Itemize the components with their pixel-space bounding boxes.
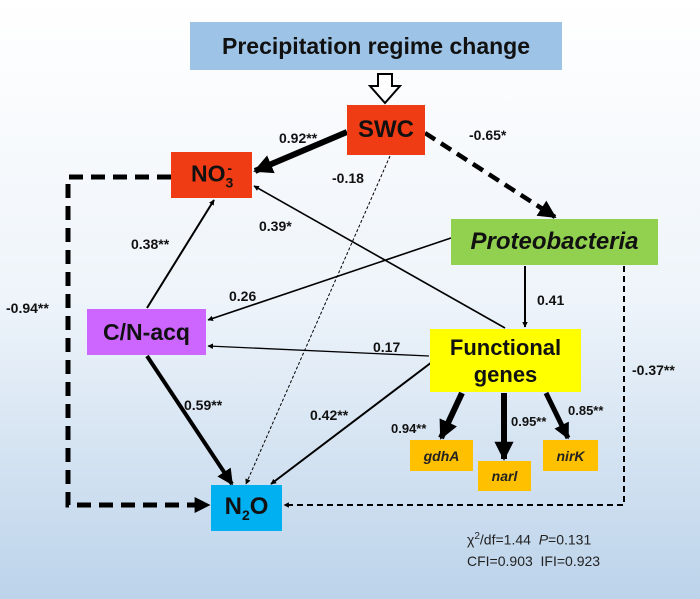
arrow-cn-no3: [146, 199, 215, 309]
no3-sup: -: [227, 159, 232, 176]
n2o-label: N2O: [225, 493, 269, 523]
swc-label: SWC: [358, 116, 414, 143]
arrow-fg-n2o: [270, 361, 433, 485]
coef-fg-n2o: 0.42**: [310, 407, 349, 423]
no3-box: NO3-: [171, 152, 252, 198]
n2o-box: N2O: [211, 485, 282, 531]
coef-swc-proteo: -0.65*: [469, 127, 507, 143]
coef-swc-no3: 0.92**: [279, 130, 318, 146]
coef-proteo-fg: 0.41: [537, 292, 565, 308]
coef-cn-no3: 0.38**: [131, 236, 170, 252]
arrow-fg-nirk: [543, 391, 571, 440]
functional-genes-line2: genes: [473, 361, 538, 387]
coef-proteo-n2o: -0.37**: [632, 362, 675, 378]
n2o-tail: O: [249, 493, 269, 521]
n2o-base: N: [224, 493, 242, 521]
gdha-label: gdhA: [423, 447, 460, 464]
chi-symbol: χ: [467, 531, 475, 548]
coef-no3-n2o: -0.94**: [6, 300, 49, 316]
cn-acq-label: C/N-acq: [103, 318, 190, 345]
arrow-fg-cn: [207, 343, 430, 357]
chi-sup: 2: [474, 531, 480, 542]
coef-swc-n2o: -0.18: [332, 170, 364, 186]
fit-line-2: CFI=0.903 IFI=0.923: [467, 553, 601, 569]
nirk-label: nirK: [556, 447, 585, 464]
narl-box: narl: [478, 461, 531, 491]
coef-fg-no3: 0.39*: [259, 218, 292, 234]
functional-genes-line1: Functional: [449, 334, 562, 360]
coef-cn-n2o: 0.59**: [184, 397, 223, 413]
gdha-box: gdhA: [410, 440, 473, 471]
chi-value: /df=1.44: [479, 531, 531, 548]
arrow-fg-gdha: [438, 391, 465, 440]
coef-proteo-cn: 0.26: [229, 288, 257, 304]
arrow-fg-no3: [253, 185, 506, 329]
nirk-box: nirK: [543, 440, 598, 471]
proteobacteria-label: Proteobacteria: [470, 228, 639, 255]
narl-label: narl: [491, 468, 518, 484]
coef-fg-nirk: 0.85**: [568, 403, 604, 418]
no3-label: NO3-: [191, 159, 234, 191]
hollow-arrow: [367, 73, 403, 105]
fit-line-1: χ2/df=1.44 P=0.131: [467, 531, 591, 548]
arrow-proteo-n2o: [283, 266, 625, 508]
arrow-proteo-cn: [207, 237, 452, 322]
arrow-no3-n2o: [65, 174, 211, 514]
arrow-swc-n2o: [245, 155, 391, 485]
no3-base: NO: [191, 160, 226, 187]
no3-sub: 3: [225, 174, 234, 191]
precipitation-label: Precipitation regime change: [221, 32, 531, 59]
arrow-swc-proteo: [423, 131, 557, 219]
swc-box: SWC: [347, 105, 425, 155]
p-value: =0.131: [548, 531, 592, 548]
coef-fg-cn: 0.17: [373, 339, 401, 355]
arrow-swc-no3: [253, 129, 349, 174]
cn-acq-box: C/N-acq: [87, 309, 206, 355]
proteobacteria-box: Proteobacteria: [451, 219, 658, 265]
coef-fg-gdha: 0.94**: [391, 421, 427, 436]
arrow-cn-n2o: [145, 354, 234, 486]
precipitation-box: Precipitation regime change: [190, 22, 562, 70]
coef-fg-narl: 0.95**: [511, 414, 547, 429]
p-label: P: [538, 531, 549, 548]
n2o-sub: 2: [241, 506, 250, 523]
